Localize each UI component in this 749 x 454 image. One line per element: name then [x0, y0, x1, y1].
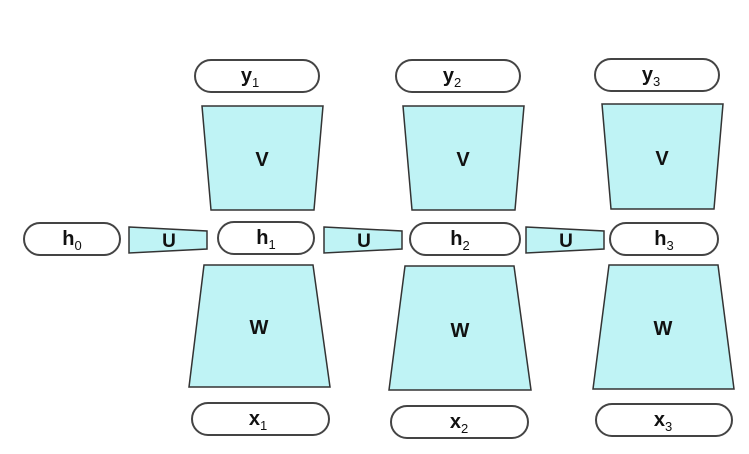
hidden-node-h0-label: h: [62, 228, 74, 250]
svg-text:h3: h3: [654, 228, 673, 253]
output-weight-v3: V: [601, 103, 724, 210]
input-node-x3: x3: [595, 403, 733, 437]
svg-text:y1: y1: [241, 65, 259, 90]
output-weight-v3-label: V: [655, 148, 669, 170]
recurrent-weight-u3: U: [525, 226, 605, 254]
svg-text:h0: h0: [62, 228, 81, 253]
input-weight-w2-label: W: [451, 320, 470, 342]
hidden-node-h2-label: h: [450, 228, 462, 250]
hidden-node-h2: h2: [409, 222, 521, 256]
input-node-x1-subscript: 1: [260, 418, 267, 433]
recurrent-weight-u2: U: [323, 226, 403, 254]
input-weight-w1-label: W: [250, 317, 269, 339]
svg-text:x2: x2: [450, 411, 468, 436]
input-node-x1: x1: [191, 402, 330, 436]
input-weight-w2: W: [388, 265, 532, 391]
hidden-node-h3-label: h: [654, 228, 666, 250]
input-node-x1-label: x: [249, 408, 260, 430]
input-node-x3-subscript: 3: [665, 419, 672, 434]
output-weight-v2-label: V: [456, 149, 470, 171]
input-node-x3-label: x: [654, 409, 665, 431]
output-node-y1: y1: [194, 59, 320, 93]
hidden-node-h1-subscript: 1: [268, 237, 275, 252]
input-node-x2-subscript: 2: [461, 421, 468, 436]
input-node-x2-label: x: [450, 411, 461, 433]
svg-text:y2: y2: [443, 65, 461, 90]
output-node-y2-label: y: [443, 65, 455, 87]
hidden-node-h1-label: h: [256, 227, 268, 249]
recurrent-weight-u1: U: [128, 226, 208, 254]
output-node-y3-label: y: [642, 64, 654, 86]
output-node-y1-label: y: [241, 65, 253, 87]
recurrent-weight-u3-label: U: [559, 231, 573, 252]
output-node-y2-subscript: 2: [454, 75, 461, 90]
output-weight-v1: V: [201, 105, 324, 211]
svg-text:x1: x1: [249, 408, 267, 433]
hidden-node-h3-subscript: 3: [666, 238, 673, 253]
output-node-y1-subscript: 1: [252, 75, 259, 90]
input-weight-w3: W: [592, 264, 735, 390]
hidden-node-h2-subscript: 2: [462, 238, 469, 253]
output-node-y3-subscript: 3: [653, 74, 660, 89]
input-weight-w3-label: W: [654, 318, 673, 340]
hidden-node-h0-subscript: 0: [74, 238, 81, 253]
output-weight-v1-label: V: [255, 149, 269, 171]
svg-text:h2: h2: [450, 228, 469, 253]
recurrent-weight-u1-label: U: [162, 231, 176, 252]
output-node-y3: y3: [594, 58, 720, 92]
output-weight-v2: V: [402, 105, 525, 211]
svg-text:x3: x3: [654, 409, 672, 434]
hidden-node-h1: h1: [217, 221, 315, 255]
recurrent-weight-u2-label: U: [357, 231, 371, 252]
hidden-node-h0: h0: [23, 222, 121, 256]
hidden-node-h3: h3: [609, 222, 719, 256]
input-weight-w1: W: [188, 264, 331, 388]
svg-text:h1: h1: [256, 227, 275, 252]
output-node-y2: y2: [395, 59, 521, 93]
input-node-x2: x2: [390, 405, 529, 439]
svg-text:y3: y3: [642, 64, 660, 89]
